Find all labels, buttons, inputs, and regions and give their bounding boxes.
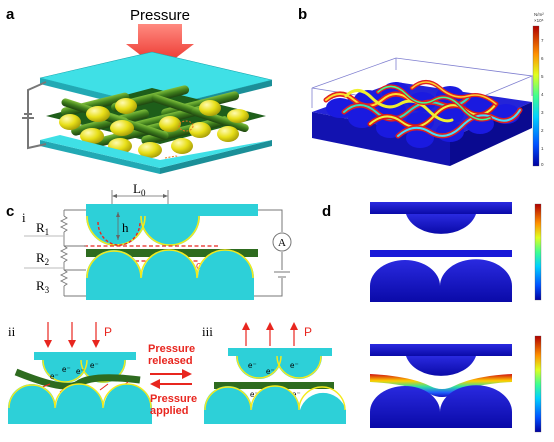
svg-text:0: 0 — [541, 162, 544, 167]
label-P-iii: P — [304, 325, 312, 339]
label-h: h — [122, 220, 129, 235]
pressure-label: Pressure — [130, 7, 190, 24]
nanostructure-layer — [46, 85, 266, 161]
colorbar-d-top — [534, 203, 542, 301]
svg-text:2: 2 — [541, 128, 544, 133]
svg-text:e⁻: e⁻ — [266, 367, 275, 376]
fem-stress-strips — [323, 80, 523, 139]
panel-c: c i L0 h Contact R — [6, 181, 346, 424]
fem-stressed — [370, 344, 512, 428]
label-R2: R2 — [36, 250, 49, 267]
label-R1: R1 — [36, 220, 49, 237]
colorbar-d-bottom — [534, 335, 542, 433]
panel-a: a Pressure — [6, 6, 273, 174]
colorbar-b-exp: ×10⁶ — [534, 18, 544, 23]
stressed-film — [370, 374, 512, 397]
electrons-ii: e⁻ e⁻ e⁻ e⁻ — [50, 361, 99, 381]
svg-text:3: 3 — [541, 110, 544, 115]
pressure-arrow — [126, 24, 194, 70]
colorbar-b-unit: N/m² — [534, 12, 544, 17]
fem-unstressed — [370, 202, 512, 302]
svg-text:e⁻: e⁻ — [90, 361, 99, 370]
svg-text:e⁻: e⁻ — [62, 365, 71, 374]
top-electrode-i — [86, 204, 258, 216]
svg-text:5: 5 — [541, 74, 544, 79]
ammeter-icon: A — [278, 237, 286, 249]
circuit-c — [254, 209, 292, 297]
panel-letter-d: d — [322, 203, 331, 220]
svg-text:4: 4 — [541, 92, 544, 97]
top-electrode-iii — [228, 348, 332, 356]
bottom-plate-side-front — [40, 140, 160, 174]
label-L0: L0 — [133, 181, 146, 198]
label-P-ii: P — [104, 325, 112, 339]
colorbar-b-ticks: 7 6 5 4 3 2 1 0 — [541, 38, 544, 167]
top-dome-left-i — [86, 216, 146, 246]
panel-d: d — [322, 202, 542, 433]
bottom-plate-side-right — [160, 140, 272, 174]
top-electrode-ii — [34, 352, 136, 360]
electrons-iii: e⁻ e⁻ e⁻ — [248, 361, 299, 376]
svg-text:6: 6 — [541, 56, 544, 61]
label-R3: R3 — [36, 278, 50, 295]
pressure-arrows-iii — [242, 322, 298, 346]
subpanel-label-ii: ii — [8, 324, 16, 339]
bottom-electrode-iii — [204, 386, 346, 424]
svg-text:e⁻: e⁻ — [250, 390, 259, 399]
bottom-electrode-ii — [8, 384, 152, 424]
applied-text-2: applied — [150, 405, 189, 417]
released-text-1: Pressure — [148, 343, 195, 355]
svg-text:e⁻: e⁻ — [76, 367, 85, 376]
svg-text:e⁻: e⁻ — [50, 372, 59, 381]
colorbar-b — [532, 25, 540, 167]
panel-letter-a: a — [6, 6, 15, 23]
panel-letter-b: b — [298, 6, 307, 23]
fem-base-front — [312, 112, 450, 166]
electrons-iii-low: e⁻ e⁻ — [250, 390, 301, 399]
released-text-2: released — [148, 355, 193, 367]
top-dome-right-i — [140, 216, 200, 246]
svg-text:e⁻: e⁻ — [292, 390, 301, 399]
resistor-network — [24, 209, 86, 297]
subpanel-label-iii: iii — [202, 324, 213, 339]
svg-text:7: 7 — [541, 38, 544, 43]
applied-text-1: Pressure — [150, 393, 197, 405]
bottom-electrode-i — [86, 250, 254, 300]
bottom-plate — [40, 135, 272, 168]
panel-letter-c: c — [6, 203, 14, 220]
panel-b: b — [298, 6, 544, 167]
subpanel-label-i: i — [22, 210, 26, 225]
svg-text:e⁻: e⁻ — [248, 361, 257, 370]
pressure-arrows-ii — [44, 322, 100, 348]
svg-text:e⁻: e⁻ — [290, 361, 299, 370]
svg-text:1: 1 — [541, 146, 544, 151]
